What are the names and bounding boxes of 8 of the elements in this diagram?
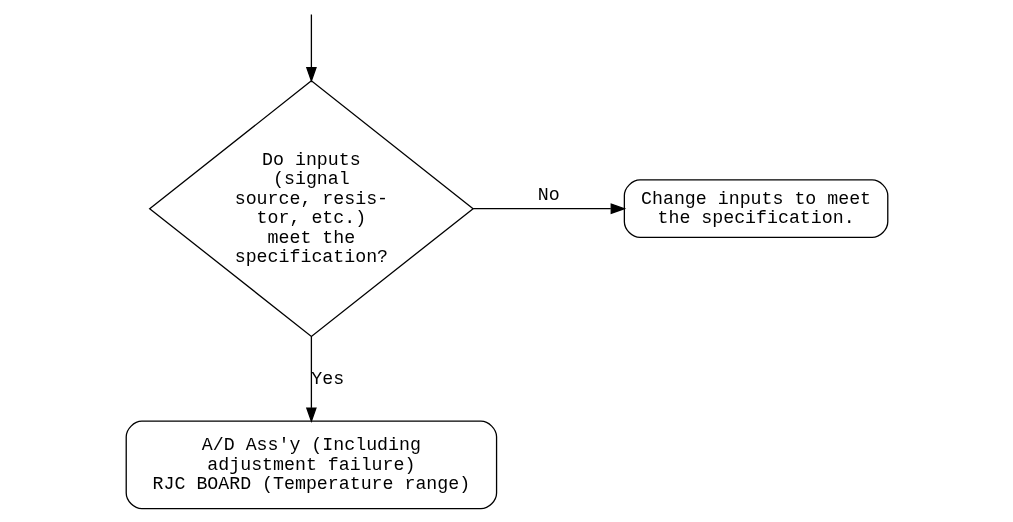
node-box: Change inputs to meet the specification. — [623, 179, 888, 238]
arrow — [305, 13, 317, 83]
arrow — [305, 336, 317, 424]
node-box: A/D Ass'y (Including adjustment failure) RJC BOARD (Temperature range) — [125, 420, 497, 510]
node-diamond: Do inputs (signal source, resis- tor, etc.) meet the specification? — [148, 80, 474, 338]
edge-label: Yes — [310, 368, 344, 389]
edge-label: No — [537, 184, 560, 205]
arrow — [472, 203, 626, 215]
